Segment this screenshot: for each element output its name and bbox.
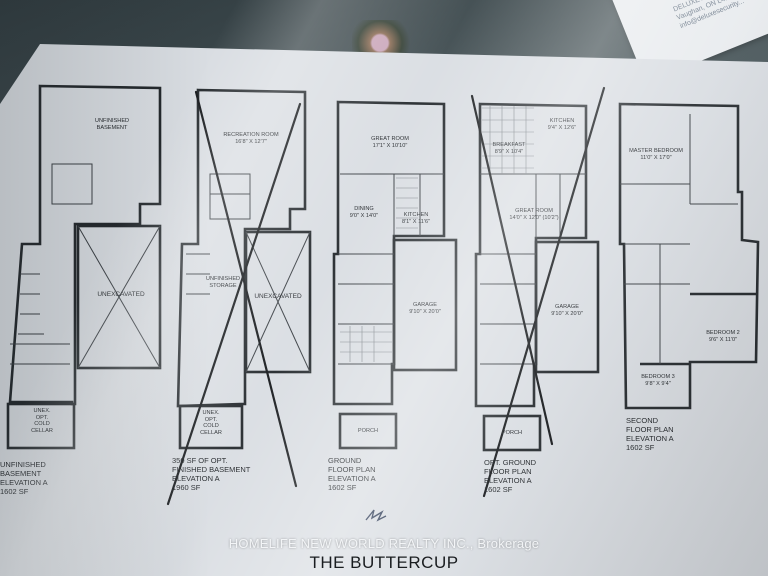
cross-out-line-a: [194, 90, 298, 488]
plan-caption-opt-ground: OPT. GROUND FLOOR PLAN ELEVATION A 1602 …: [484, 458, 537, 494]
room-label: MASTER BEDROOM 11'0" x 17'0": [629, 148, 683, 161]
room-label: GARAGE 9'10" x 20'0": [551, 304, 583, 317]
plan-caption-finished-basement: 350 sf OF OPT. FINISHED BASEMENT ELEVATI…: [172, 456, 251, 492]
room-label: KITCHEN 9'4" x 12'6": [547, 118, 577, 131]
room-label: UNEX. OPT. COLD CELLAR: [200, 410, 222, 436]
cold-cellar-box-2: [178, 404, 244, 450]
porch-box-2: [482, 414, 542, 452]
room-label: UNEX. OPT. COLD CELLAR: [31, 408, 53, 434]
floor-plan-sheet: UNFINISHED BASEMENT UNEXCAVATED UNEX. OP…: [0, 44, 768, 576]
room-label: GREAT ROOM 17'1" x 10'10": [371, 136, 409, 149]
room-label: RECREATION ROOM 16'8" x 12'7": [223, 132, 279, 145]
room-label: DINING 9'0" x 14'0": [349, 206, 379, 219]
unexcavated-box: [76, 224, 162, 370]
room-label: BEDROOM 3 9'8" x 9'4": [641, 374, 675, 387]
cross-out-line-b: [166, 102, 302, 506]
plan-caption-basement: UNFINISHED BASEMENT ELEVATION A 1602 sf: [0, 460, 48, 496]
room-label: PORCH: [357, 428, 379, 434]
cold-cellar-box: [6, 402, 76, 450]
porch-box: [338, 412, 398, 450]
plan-caption-ground: GROUND FLOOR PLAN ELEVATION A 1602 sf: [328, 456, 376, 492]
room-label: UNFINISHED STORAGE: [205, 276, 241, 289]
floor-plan-drawing: [6, 84, 760, 506]
room-label: UNFINISHED BASEMENT: [94, 118, 130, 131]
room-label: KITCHEN 8'1" x 11'6": [401, 212, 431, 225]
cross-out-line-c: [470, 94, 554, 446]
room-label: GREAT ROOM 14'0" x 12'0" (10'2"): [509, 208, 559, 221]
room-label: UNEXCAVATED: [97, 291, 145, 298]
garage-box-2: [534, 240, 600, 374]
room-label: UNEXCAVATED: [254, 293, 302, 300]
plan-caption-second: SECOND FLOOR PLAN ELEVATION A 1602 sf: [626, 416, 674, 452]
brokerage-watermark: HOMELIFE NEW WORLD REALTY INC., Brokerag…: [228, 536, 540, 551]
cross-out-line-d: [482, 86, 606, 498]
model-title: THE BUTTERCUP: [309, 553, 459, 572]
signature-mark: [365, 509, 387, 522]
unexcavated-box-2: [244, 230, 312, 374]
room-label: GARAGE 9'10" x 20'0": [409, 302, 441, 315]
room-label: BEDROOM 2 9'6" x 11'0": [706, 330, 740, 343]
garage-box: [392, 238, 458, 372]
room-label: BREAKFAST 8'9" x 10'4": [492, 142, 526, 155]
room-label: PORCH: [501, 430, 523, 436]
